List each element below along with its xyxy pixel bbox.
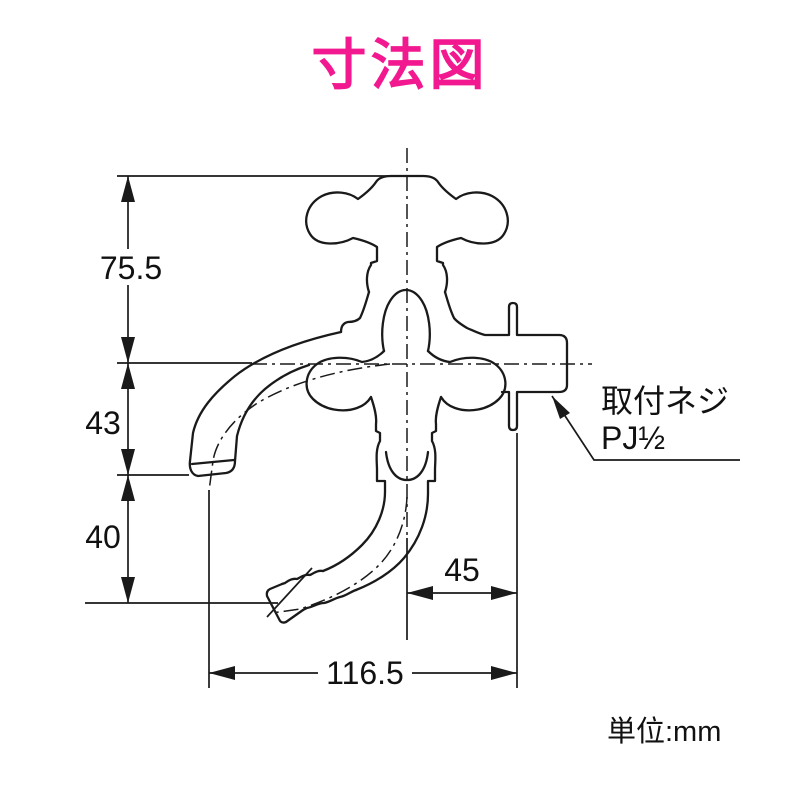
upper-spout-centerline [208, 363, 391, 492]
hose-barb-bottom [301, 588, 358, 612]
leader-line [551, 395, 740, 461]
dim-hose-drop-label: 40 [85, 519, 121, 555]
dim-hose-offset-label: 45 [444, 552, 480, 588]
dimension-arrows [121, 176, 517, 680]
centerlines [208, 148, 592, 614]
dim-overall-height-label: 75.5 [100, 250, 162, 286]
dim-overall-width-label: 116.5 [326, 655, 404, 691]
wall-connector [443, 290, 569, 432]
lower-handle-dome [381, 288, 431, 353]
mount-thread-label-line1: 取付ネジ [601, 383, 729, 419]
hose-end-cap [265, 582, 305, 624]
top-cross-handle [305, 174, 509, 294]
dim-spout-drop-label: 43 [85, 405, 121, 441]
bonnet-skirt [384, 450, 430, 482]
hose-barb-top [280, 569, 325, 586]
unit-label: 単位:mm [607, 715, 721, 748]
faucet-outline [188, 174, 569, 624]
mount-thread-label-line2: PJ½ [601, 420, 665, 456]
valve-body-left [339, 290, 371, 334]
extension-lines [85, 175, 518, 688]
lower-cross-handle [305, 349, 507, 592]
upper-spout [188, 330, 343, 478]
ext-hose-tip-diagonal [266, 567, 313, 618]
upper-spout-rim [190, 458, 236, 466]
hose-spout-centerline [271, 496, 408, 614]
dimension-lines [127, 176, 517, 674]
leader-arrowhead [552, 396, 570, 419]
page-title: 寸法図 [311, 34, 488, 96]
